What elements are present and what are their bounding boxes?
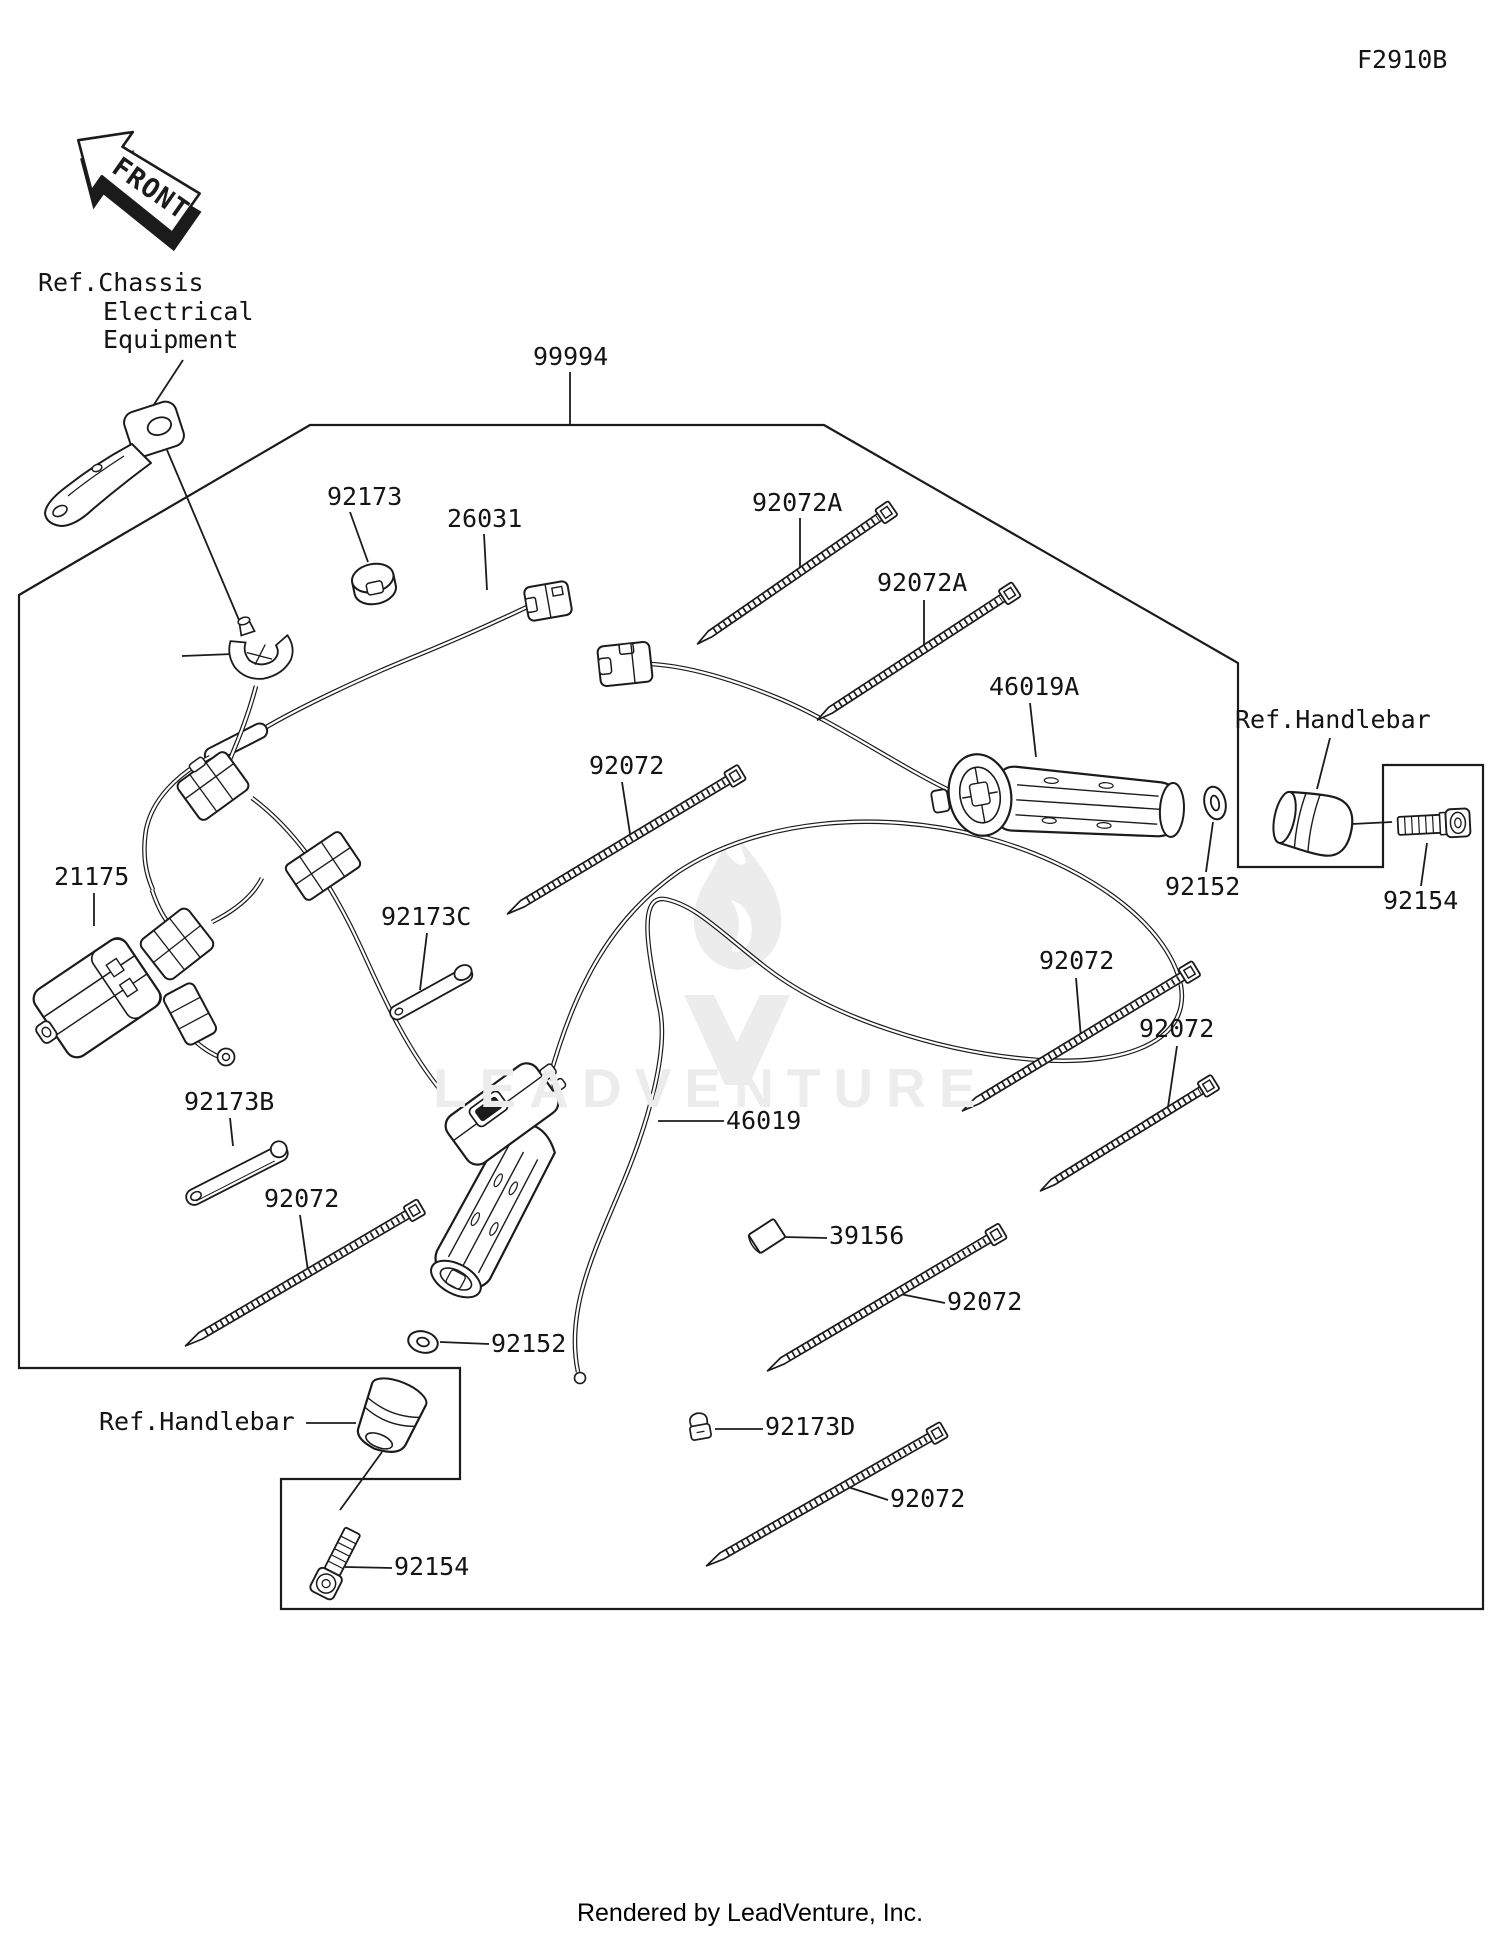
part-label-92072-right2: 92072 xyxy=(1139,1014,1215,1043)
part-label-92072-left: 92072 xyxy=(264,1184,340,1213)
cable-ties xyxy=(181,501,1220,1573)
kit-outline xyxy=(17,423,1485,1611)
harness-connectors xyxy=(139,751,362,1067)
connector-46019a xyxy=(596,640,654,688)
grip-46019a xyxy=(596,640,1185,838)
part-label-92072-right1: 92072 xyxy=(1039,946,1115,975)
figure-code: F2910B xyxy=(1357,45,1448,74)
watermark-logo-icon xyxy=(684,835,790,1085)
front-arrow: FRONT xyxy=(76,130,202,252)
washer-92152-left xyxy=(407,1330,439,1354)
watermark-text: LEADVENTURE xyxy=(433,1057,989,1119)
part-label-ref-handlebar-right: Ref.Handlebar xyxy=(1235,705,1431,734)
part-label-92173b: 92173B xyxy=(184,1087,275,1116)
cap-39156 xyxy=(747,1218,786,1255)
part-label-92154-left: 92154 xyxy=(394,1552,470,1581)
part-label-92072-bottom-center: 92072 xyxy=(947,1287,1023,1316)
grip-46019a-flange xyxy=(930,753,1013,837)
part-label-ref-handlebar-left: Ref.Handlebar xyxy=(99,1407,295,1436)
part-label-92152-right: 92152 xyxy=(1165,872,1241,901)
bolt-92154-right xyxy=(1396,807,1472,839)
part-label-92173: 92173 xyxy=(327,482,403,511)
control-unit-21175 xyxy=(32,937,162,1059)
grip-46019a-body xyxy=(997,765,1185,838)
bar-end-weight-left xyxy=(356,1377,428,1453)
part-label-92173c: 92173C xyxy=(381,902,472,931)
connector-26031 xyxy=(523,580,573,622)
part-label-99994: 99994 xyxy=(533,342,609,371)
clamp-92173 xyxy=(351,562,397,606)
part-label-92072a-2: 92072A xyxy=(877,568,968,597)
part-label-92173d: 92173D xyxy=(765,1412,856,1441)
bolt-92154-left xyxy=(309,1526,361,1601)
grip-46019-body xyxy=(430,1122,557,1299)
part-label-92072-bottom: 92072 xyxy=(890,1484,966,1513)
part-label-46019: 46019 xyxy=(726,1106,802,1135)
grip-switch-housing xyxy=(444,1062,567,1166)
clamp-92173d xyxy=(689,1412,712,1441)
part-label-92072a-1: 92072A xyxy=(752,488,843,517)
part-label-92072-center: 92072 xyxy=(589,751,665,780)
part-label-92154-right: 92154 xyxy=(1383,886,1459,915)
part-label-39156: 39156 xyxy=(829,1221,905,1250)
clamp-92173a xyxy=(228,616,294,680)
cable-26031 xyxy=(142,580,573,891)
washer-92152-right xyxy=(1203,785,1227,821)
leader-lines xyxy=(93,359,1428,1569)
part-label-ref-chassis-3: Equipment xyxy=(103,325,239,354)
chassis-bracket xyxy=(44,400,185,527)
strip-92173b xyxy=(185,1140,289,1206)
strip-92173c xyxy=(389,964,474,1021)
part-label-ref-chassis-2: Electrical xyxy=(103,297,254,326)
grip-46019 xyxy=(430,819,1185,1385)
part-label-26031: 26031 xyxy=(447,504,523,533)
part-label-ref-chassis-1: Ref.Chassis xyxy=(38,268,204,297)
part-label-92152-left: 92152 xyxy=(491,1329,567,1358)
part-label-46019a: 46019A xyxy=(989,672,1080,701)
footer-caption: Rendered by LeadVenture, Inc. xyxy=(576,1899,924,1927)
part-label-21175: 21175 xyxy=(54,862,130,891)
bar-end-weight-right xyxy=(1272,790,1354,857)
